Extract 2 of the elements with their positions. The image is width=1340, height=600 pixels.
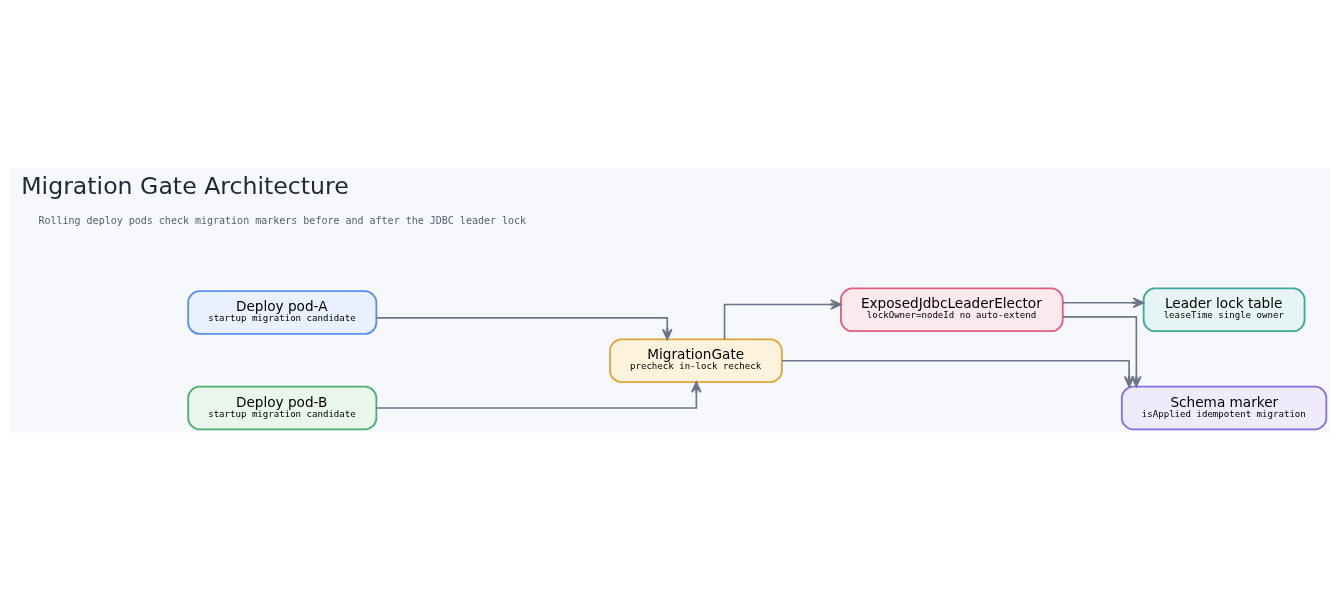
label: Rolling deploy pods check migration markers before and after the JDBC leader lock [38, 214, 527, 226]
diagram-title: Migration Gate Architecture [21, 171, 349, 200]
